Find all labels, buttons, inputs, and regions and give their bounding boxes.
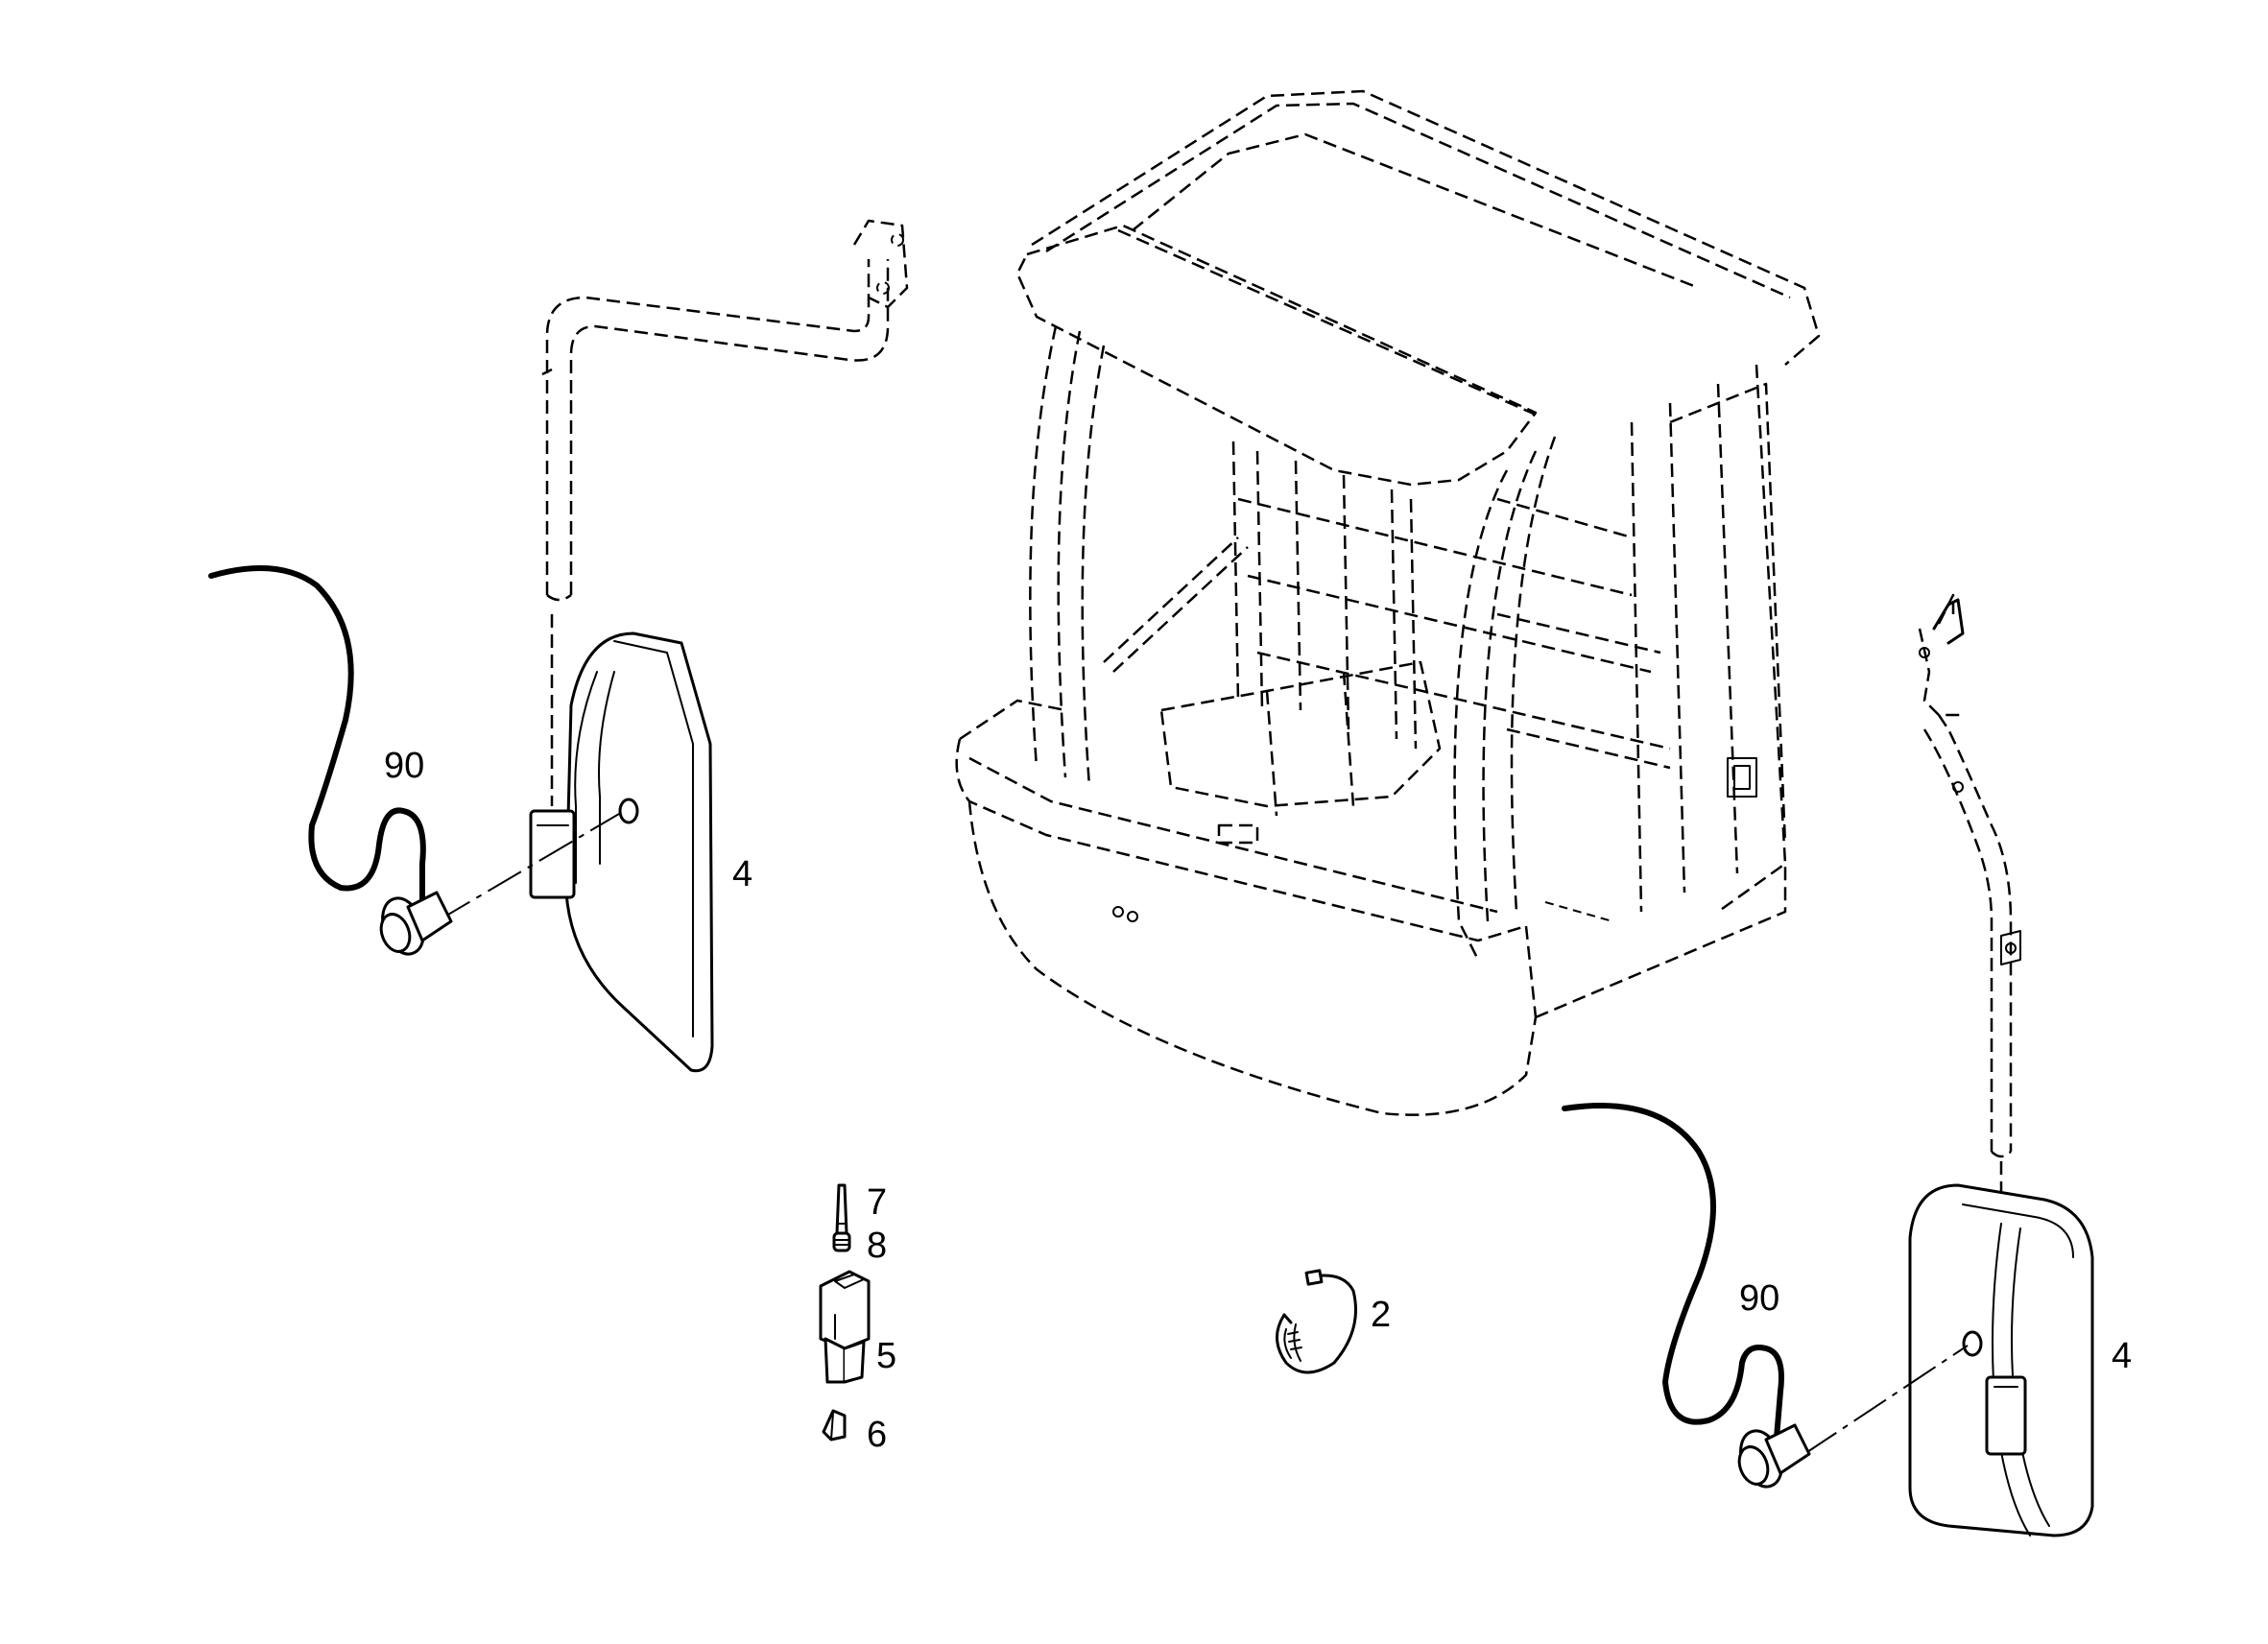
right-mirror-arm xyxy=(1918,593,2021,1158)
left-connector xyxy=(379,891,453,956)
right-cable-harness xyxy=(1562,1103,1811,1489)
callout-left-cable: 90 xyxy=(384,746,424,786)
right-connector xyxy=(1737,1423,1811,1489)
left-cable-harness xyxy=(208,565,453,956)
callout-right-mirror: 4 xyxy=(2112,1336,2132,1376)
callout-wedge-lock: 6 xyxy=(867,1415,887,1455)
cable-tie-part xyxy=(1276,1269,1357,1374)
callout-right-cable: 90 xyxy=(1739,1278,1779,1319)
seal-part xyxy=(832,1231,851,1252)
callout-connector-body: 5 xyxy=(876,1336,896,1376)
callout-cable-tie: 2 xyxy=(1371,1295,1391,1335)
right-mirror xyxy=(1908,1183,2094,1537)
terminal-pin-part xyxy=(835,1183,848,1235)
left-mirror xyxy=(529,631,714,1073)
callout-left-mirror: 4 xyxy=(732,854,752,894)
left-mirror-arm xyxy=(541,219,909,602)
right-leader-line xyxy=(1803,1345,1969,1455)
wedge-lock-part xyxy=(822,1409,847,1441)
connector-body-part xyxy=(819,1270,871,1384)
callout-terminal-pin: 7 xyxy=(867,1182,887,1223)
left-leader-line xyxy=(436,813,620,922)
cab-outline xyxy=(955,89,1821,1116)
callout-seal: 8 xyxy=(867,1226,887,1266)
